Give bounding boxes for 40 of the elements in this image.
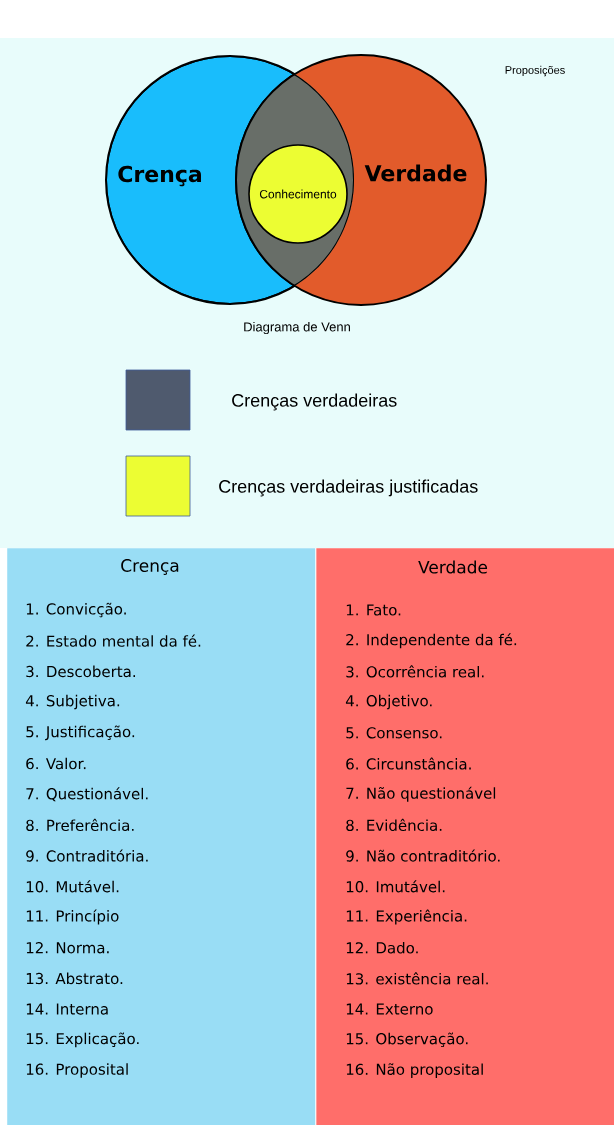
list-item: 9. Não contraditório.: [346, 849, 500, 862]
list-item: 15. Explicação.: [26, 1032, 139, 1048]
column-heading: Verdade: [418, 560, 488, 574]
list-item: 16. Não proposital: [346, 1063, 483, 1078]
column-panel: [7, 548, 316, 1125]
list-item: 10. Mutável.: [26, 880, 119, 893]
list-item: 8. Evidência.: [346, 818, 442, 831]
venn-title-note: Proposições: [505, 65, 565, 77]
list-item: 12. Norma.: [26, 942, 109, 954]
list-item: 4. Subjetiva.: [25, 694, 120, 710]
legend-label: Crenças verdadeiras justificadas: [219, 479, 478, 497]
list-item: 6. Valor.: [26, 757, 86, 770]
list-item: 7. Questionável.: [26, 787, 148, 802]
list-item: 4. Objetivo.: [345, 694, 432, 710]
list-item: 2. Independente da fé.: [346, 633, 517, 649]
list-item: 13. existência real.: [346, 972, 488, 985]
column-panel: [316, 548, 614, 1125]
list-item: 3. Ocorrência real.: [346, 665, 484, 678]
list-item: 3. Descoberta.: [26, 665, 135, 678]
list-item: 6. Circunstância.: [346, 757, 471, 770]
list-item: 2. Estado mental da fé.: [26, 634, 201, 647]
list-item: 11. Experiência.: [346, 909, 467, 925]
list-item: 1. Convicção.: [26, 602, 126, 618]
column-heading: Crença: [121, 559, 179, 575]
list-item: 5. Consenso.: [346, 727, 442, 739]
list-item: 14. Interna: [26, 1003, 108, 1015]
list-item: 5. Justificação.: [26, 725, 135, 741]
list-item: 12. Dado.: [346, 941, 418, 954]
list-item: 15. Observação.: [346, 1032, 468, 1048]
list-item: 10. Imutável.: [346, 880, 445, 893]
list-item: 16. Proposital: [26, 1063, 128, 1078]
list-item: 13. Abstrato.: [26, 972, 123, 985]
list-item: 7. Não questionável: [346, 786, 496, 802]
legend-label: Crenças verdadeiras: [232, 393, 397, 411]
list-item: 9. Contraditória.: [26, 849, 148, 862]
list-item: 11. Princípio: [26, 909, 119, 925]
diagram-caption: Diagrama de Venn: [244, 321, 350, 335]
list-item: 14. Externo: [346, 1003, 433, 1015]
list-item: 1. Fato.: [346, 604, 401, 616]
list-item: 8. Preferência.: [26, 818, 134, 831]
